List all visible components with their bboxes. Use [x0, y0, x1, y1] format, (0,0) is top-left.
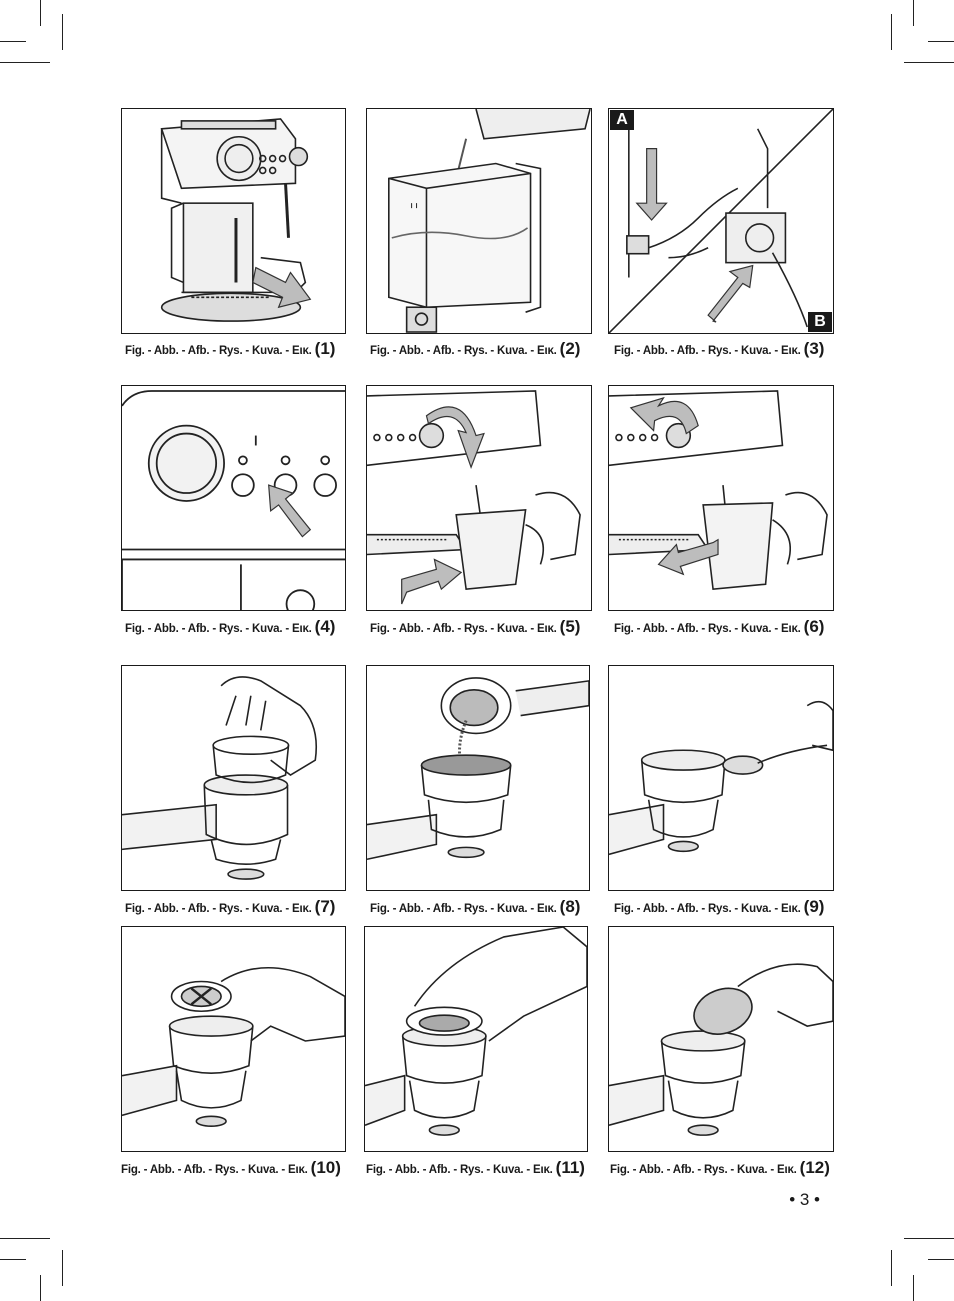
caption-prefix: Fig. - Abb. - Afb. - Rys. - Kuva. - Εικ.: [125, 903, 312, 915]
figure-11: [364, 926, 588, 1152]
caption-prefix: Fig. - Abb. - Afb. - Rys. - Kuva. - Εικ.: [614, 623, 801, 635]
crop-mark: [62, 14, 63, 50]
figure-11-caption: Fig. - Abb. - Afb. - Rys. - Kuva. - Εικ.…: [366, 1158, 585, 1178]
crop-mark: [0, 1238, 50, 1239]
arrow-down-icon: [635, 148, 668, 221]
figure-9: [608, 665, 834, 891]
illustration-remove-tank: [160, 118, 312, 322]
figure-5-caption: Fig. - Abb. - Afb. - Rys. - Kuva. - Εικ.…: [370, 617, 580, 637]
figure-number: (9): [803, 897, 825, 916]
crop-mark: [928, 1259, 954, 1260]
caption-prefix: Fig. - Abb. - Afb. - Rys. - Kuva. - Εικ.: [121, 1164, 308, 1176]
crop-mark: [0, 62, 50, 63]
crop-mark: [913, 1275, 914, 1301]
figure-8-caption: Fig. - Abb. - Afb. - Rys. - Kuva. - Εικ.…: [370, 897, 580, 917]
crop-mark: [891, 14, 892, 50]
figure-10-caption: Fig. - Abb. - Afb. - Rys. - Kuva. - Εικ.…: [121, 1158, 341, 1178]
figure-number: (10): [310, 1158, 341, 1177]
crop-mark: [913, 0, 914, 26]
figure-number: (1): [314, 339, 336, 358]
figure-12: [608, 926, 834, 1152]
figure-number: (3): [803, 339, 825, 358]
caption-prefix: Fig. - Abb. - Afb. - Rys. - Kuva. - Εικ.: [614, 345, 801, 357]
figure-number: (11): [555, 1158, 585, 1177]
caption-prefix: Fig. - Abb. - Afb. - Rys. - Kuva. - Εικ.: [125, 345, 312, 357]
illustration-control-panel: [122, 390, 345, 610]
crop-mark: [928, 41, 954, 42]
figure-1-caption: Fig. - Abb. - Afb. - Rys. - Kuva. - Εικ.…: [125, 339, 335, 359]
figure-10: [121, 926, 346, 1152]
figure-number: (5): [559, 617, 581, 636]
illustration-mesh-filter: [365, 927, 587, 1136]
figure-4-caption: Fig. - Abb. - Afb. - Rys. - Kuva. - Εικ.…: [125, 617, 335, 637]
figure-number: (8): [559, 897, 581, 916]
label-b: B: [808, 312, 832, 332]
label-a: A: [610, 110, 634, 130]
illustration-plug-in: [609, 109, 833, 333]
arrow-icon: [657, 538, 719, 576]
crop-mark: [40, 1275, 41, 1301]
figure-4: [121, 385, 346, 611]
illustration-pour-coffee: [367, 677, 589, 861]
figure-3: A B: [608, 108, 834, 334]
caption-prefix: Fig. - Abb. - Afb. - Rys. - Kuva. - Εικ.: [366, 1164, 553, 1176]
figure-12-caption: Fig. - Abb. - Afb. - Rys. - Kuva. - Εικ.…: [610, 1158, 830, 1178]
caption-prefix: Fig. - Abb. - Afb. - Rys. - Kuva. - Εικ.: [125, 623, 312, 635]
arrow-icon: [252, 266, 312, 309]
figure-7-caption: Fig. - Abb. - Afb. - Rys. - Kuva. - Εικ.…: [125, 897, 335, 917]
illustration-insert-pod: [609, 963, 833, 1136]
caption-prefix: Fig. - Abb. - Afb. - Rys. - Kuva. - Εικ.: [370, 903, 557, 915]
figure-8: [366, 665, 590, 891]
arrow-up-icon: [707, 264, 754, 323]
figure-5: [366, 385, 592, 611]
crop-mark: [904, 1238, 954, 1239]
figure-number: (12): [799, 1158, 830, 1177]
figure-2-caption: Fig. - Abb. - Afb. - Rys. - Kuva. - Εικ.…: [370, 339, 580, 359]
rotate-arrow-icon: [629, 396, 699, 435]
crop-mark: [891, 1250, 892, 1286]
crop-mark: [0, 1259, 26, 1260]
figure-6-caption: Fig. - Abb. - Afb. - Rys. - Kuva. - Εικ.…: [614, 617, 824, 637]
figure-number: (6): [803, 617, 825, 636]
crop-mark: [904, 62, 954, 63]
figure-7: [121, 665, 346, 891]
figure-9-caption: Fig. - Abb. - Afb. - Rys. - Kuva. - Εικ.…: [614, 897, 824, 917]
arrow-icon: [268, 484, 312, 538]
figure-6: [608, 385, 834, 611]
caption-prefix: Fig. - Abb. - Afb. - Rys. - Kuva. - Εικ.: [610, 1164, 797, 1176]
figure-number: (7): [314, 897, 336, 916]
illustration-insert-filter: [122, 676, 317, 880]
illustration-pod-holder: [122, 967, 345, 1128]
figure-number: (4): [314, 617, 336, 636]
figure-1: [121, 108, 346, 334]
caption-prefix: Fig. - Abb. - Afb. - Rys. - Kuva. - Εικ.: [370, 345, 557, 357]
illustration-level-coffee: [609, 700, 833, 856]
illustration-fill-tank: [388, 109, 591, 333]
illustration-steam-on: [367, 390, 581, 605]
rotate-arrow-icon: [425, 406, 485, 470]
crop-mark: [0, 41, 26, 42]
figure-number: (2): [559, 339, 581, 358]
figure-2: [366, 108, 592, 334]
illustration-steam-off: [609, 390, 828, 591]
caption-prefix: Fig. - Abb. - Afb. - Rys. - Kuva. - Εικ.: [370, 623, 557, 635]
crop-mark: [40, 0, 41, 26]
page-number: • 3 •: [789, 1190, 820, 1209]
crop-mark: [62, 1250, 63, 1286]
caption-prefix: Fig. - Abb. - Afb. - Rys. - Kuva. - Εικ.: [614, 903, 801, 915]
arrow-icon: [401, 558, 463, 605]
figure-3-caption: Fig. - Abb. - Afb. - Rys. - Kuva. - Εικ.…: [614, 339, 824, 359]
